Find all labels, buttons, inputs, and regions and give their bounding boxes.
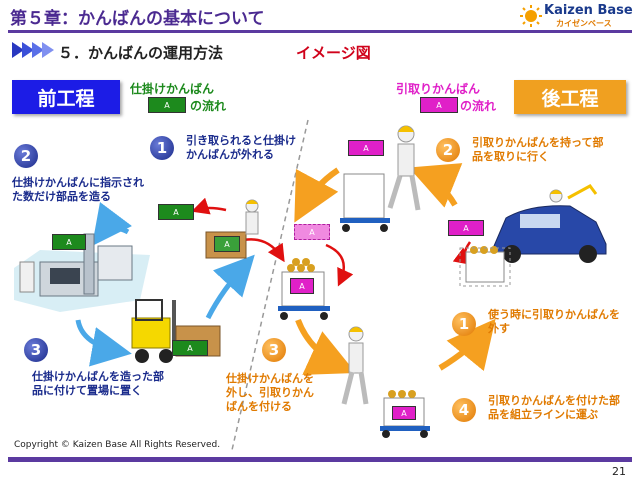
flow-arrow-left-top xyxy=(91,202,133,246)
step-left-2-badge: 2 xyxy=(14,144,38,168)
back-process-box: 後工程 xyxy=(514,80,626,114)
section-subtitle: ５．かんばんの運用方法 xyxy=(58,44,224,62)
step-left-1-badge: 1 xyxy=(150,136,174,160)
withdrawal-kanban-card-dashed: A xyxy=(294,224,330,240)
step-left-3-badge: 3 xyxy=(24,338,48,362)
chevron-arrows-icon xyxy=(12,42,54,58)
page-number: 21 xyxy=(612,465,626,478)
wip-kanban-card-machine: A xyxy=(52,234,86,250)
flow-arrow-left-bottom xyxy=(75,319,132,367)
withdrawal-kanban-flow-suffix: の流れ xyxy=(460,99,497,113)
flow-arrow-left-up xyxy=(205,254,255,320)
step-right-1-badge: 1 xyxy=(452,312,476,336)
wip-kanban-card-removed: A xyxy=(158,204,194,220)
worker-with-cart-top-illustration xyxy=(340,125,421,232)
wip-kanban-flow-suffix: の流れ xyxy=(190,99,227,113)
car-assembly-illustration xyxy=(493,184,607,263)
step-right-1-text: 使う時に引取りかんばんを外す xyxy=(488,308,620,335)
red-arrow-remove-wip xyxy=(191,197,227,215)
step-right-2-text: 引取りかんばんを持って部品を取りに行く xyxy=(472,136,604,163)
flow-arrow-right-up xyxy=(438,318,496,372)
header-rule xyxy=(8,30,632,33)
logo: Kaizen Base カイゼンベース xyxy=(520,3,633,29)
flow-arrow-right-down xyxy=(295,318,356,375)
withdrawal-kanban-card-cart: A xyxy=(290,278,314,294)
step-right-4-text: 引取りかんばんを付けた部品を組立ラインに運ぶ xyxy=(488,394,620,421)
logo-subtext: カイゼンベース xyxy=(556,19,612,28)
copyright-text: Copyright © Kaizen Base All Rights Reser… xyxy=(14,440,221,450)
parts-box-right-illustration xyxy=(459,246,511,287)
step-left-3-text: 仕掛けかんばんを造った部品に付けて置場に置く xyxy=(32,370,164,397)
step-left-2-text: 仕掛けかんばんに指示された数だけ部品を造る xyxy=(12,176,144,203)
logo-text: Kaizen Base xyxy=(544,3,633,18)
step-right-2-badge: 2 xyxy=(436,138,460,162)
front-process-box: 前工程 xyxy=(12,80,120,114)
withdrawal-kanban-flow-title: 引取りかんばん xyxy=(396,82,481,96)
wip-kanban-legend-card: A xyxy=(148,97,186,113)
section-subtitle-emphasis: イメージ図 xyxy=(296,44,371,62)
footer-rule xyxy=(8,457,632,462)
chapter-title: 第５章：かんばんの基本について xyxy=(10,9,265,29)
withdrawal-kanban-legend-card: A xyxy=(420,97,458,113)
wip-kanban-card-forklift: A xyxy=(172,340,208,356)
wip-kanban-card-on-box: A xyxy=(214,236,240,252)
machine-tool-illustration xyxy=(14,233,150,312)
step-right-3-text: 仕掛けかんばんを外し、引取りかんばんを付ける xyxy=(226,372,314,413)
sun-logo-icon xyxy=(520,5,542,27)
worker-with-cart-bottom-illustration xyxy=(341,326,430,438)
withdrawal-kanban-card-bottom: A xyxy=(392,406,416,420)
withdrawal-kanban-card-right: A xyxy=(448,220,484,236)
step-right-4-badge: 4 xyxy=(452,398,476,422)
flow-arrow-right-return xyxy=(408,163,463,208)
red-arrow-attach xyxy=(325,243,354,287)
flow-arrow-right-top xyxy=(294,167,340,223)
step-right-3-badge: 3 xyxy=(262,338,286,362)
forklift-illustration xyxy=(131,299,221,363)
step-left-1-text: 引き取られると仕掛けかんばんが外れる xyxy=(186,134,296,161)
red-arrow-to-cart xyxy=(243,238,285,263)
wip-kanban-flow-title: 仕掛けかんばん xyxy=(130,82,215,96)
withdrawal-kanban-card-carried: A xyxy=(348,140,384,156)
